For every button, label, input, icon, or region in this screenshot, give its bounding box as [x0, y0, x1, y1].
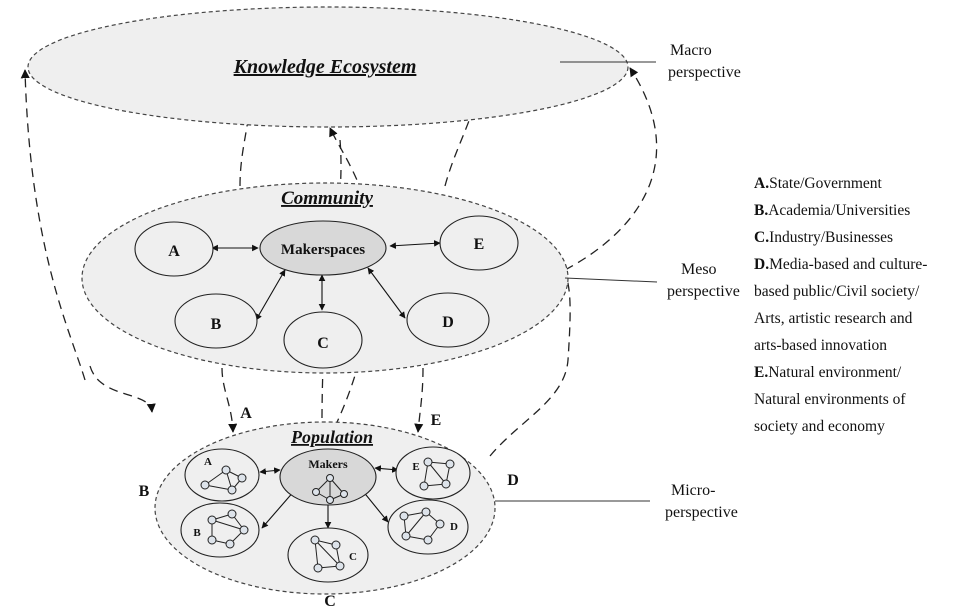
- connector-population-right: [489, 269, 571, 457]
- legend-d: D.Media-based and culture-: [754, 251, 957, 278]
- arrow-community-to-ecosystem-right: [564, 67, 658, 271]
- micro-perspective-label: Micro- perspective: [665, 480, 738, 524]
- population-node-e-label: E: [412, 461, 419, 473]
- legend-d-text-1: Media-based and culture-: [769, 256, 928, 273]
- flow-label-c: C: [324, 593, 336, 610]
- arrow-community-to-population-b: [89, 365, 156, 413]
- link-makers-e: [374, 465, 399, 473]
- ecosystem-title: Knowledge Ecosystem: [233, 56, 417, 78]
- population-node-c: [287, 527, 369, 583]
- legend-d-text-2: based public/Civil society/: [754, 283, 920, 300]
- link-makers-b: [261, 489, 296, 529]
- arrow-community-to-population-e: [414, 367, 424, 433]
- link-makers-d: [361, 489, 389, 523]
- community-node-d: [406, 292, 490, 348]
- micro-line-1: Micro-: [671, 482, 716, 499]
- arrow-community-to-population-a: [221, 367, 238, 433]
- legend-a-key: A.: [754, 175, 770, 192]
- legend-b-text: Academia/Universities: [768, 202, 911, 219]
- legend: A.State/Government B.Academia/Universiti…: [754, 170, 957, 440]
- population-node-b: [180, 502, 260, 558]
- community-network: A E B C D Makerspaces: [134, 215, 519, 369]
- community-node-b-label: B: [211, 316, 222, 333]
- meso-line-2: perspective: [667, 283, 740, 300]
- perspective-pointers: [495, 61, 658, 502]
- population-node-a: [184, 448, 260, 502]
- connector-community-right: [444, 117, 471, 187]
- population-node-a-label: A: [204, 456, 212, 468]
- community-node-d-label: D: [442, 314, 454, 331]
- legend-b: B.Academia/Universities: [754, 197, 957, 224]
- makerspaces-hub: [259, 220, 387, 276]
- legend-c-text: Industry/Businesses: [769, 229, 894, 246]
- legend-e-text-3: society and economy: [754, 418, 885, 435]
- flow-label-a: A: [240, 405, 252, 422]
- community-node-c-label: C: [317, 335, 329, 352]
- community-title: Community: [281, 188, 373, 209]
- link-makerspaces-e: [389, 240, 441, 249]
- population-node-e-graph: [419, 457, 455, 491]
- community-node-a: [134, 221, 214, 277]
- ecosystem-ellipse: [27, 6, 629, 128]
- population-network: A E B C D Makers: [180, 446, 471, 583]
- arrow-population-to-ecosystem-left: [20, 69, 86, 381]
- flow-label-e: E: [431, 412, 442, 429]
- legend-e-text-2: Natural environments of: [754, 391, 906, 408]
- legend-d-text-3: Arts, artistic research and: [754, 310, 913, 327]
- meso-perspective-label: Meso perspective: [667, 259, 740, 303]
- legend-e-text-1: Natural environment/: [768, 364, 902, 381]
- legend-d-key: D.: [754, 256, 770, 273]
- legend-b-key: B.: [754, 202, 769, 219]
- flow-label-d: D: [507, 472, 519, 489]
- link-makers-a: [259, 467, 281, 475]
- micro-line-2: perspective: [665, 504, 738, 521]
- legend-a: A.State/Government: [754, 170, 957, 197]
- population-title: Population: [290, 427, 373, 447]
- population-node-d-label: D: [450, 521, 458, 533]
- population-node-b-label: B: [193, 527, 201, 539]
- meso-line-1: Meso: [681, 261, 717, 278]
- legend-c-key: C.: [754, 229, 770, 246]
- legend-c: C.Industry/Businesses: [754, 224, 957, 251]
- population-node-e: [395, 446, 471, 500]
- legend-e-key: E.: [754, 364, 769, 381]
- community-node-e-label: E: [474, 236, 485, 253]
- link-makerspaces-b: [255, 269, 286, 321]
- makerspaces-hub-label: Makerspaces: [281, 242, 365, 258]
- macro-perspective-label: Macro perspective: [668, 40, 741, 84]
- population-node-c-label: C: [349, 551, 357, 563]
- population-node-c-graph: [310, 535, 345, 573]
- connector-community-left: [239, 119, 249, 187]
- makers-hub-graph: [312, 474, 348, 504]
- flow-label-b: B: [139, 483, 150, 500]
- legend-a-text: State/Government: [769, 175, 882, 192]
- legend-d-text-4: arts-based innovation: [754, 337, 888, 354]
- community-node-a-label: A: [168, 243, 180, 260]
- legend-e: E.Natural environment/: [754, 359, 957, 386]
- community-node-c: [283, 311, 363, 369]
- population-node-d-graph: [399, 507, 445, 545]
- population-node-b-graph: [207, 509, 249, 549]
- community-node-b: [174, 293, 258, 349]
- macro-line-2: perspective: [668, 64, 741, 81]
- community-node-e: [439, 215, 519, 271]
- population-node-d: [387, 499, 469, 555]
- population-node-a-graph: [200, 465, 247, 495]
- link-makerspaces-d: [367, 267, 406, 319]
- macro-line-1: Macro: [670, 42, 712, 59]
- meso-pointer: [564, 277, 658, 283]
- makers-hub-label: Makers: [308, 457, 348, 471]
